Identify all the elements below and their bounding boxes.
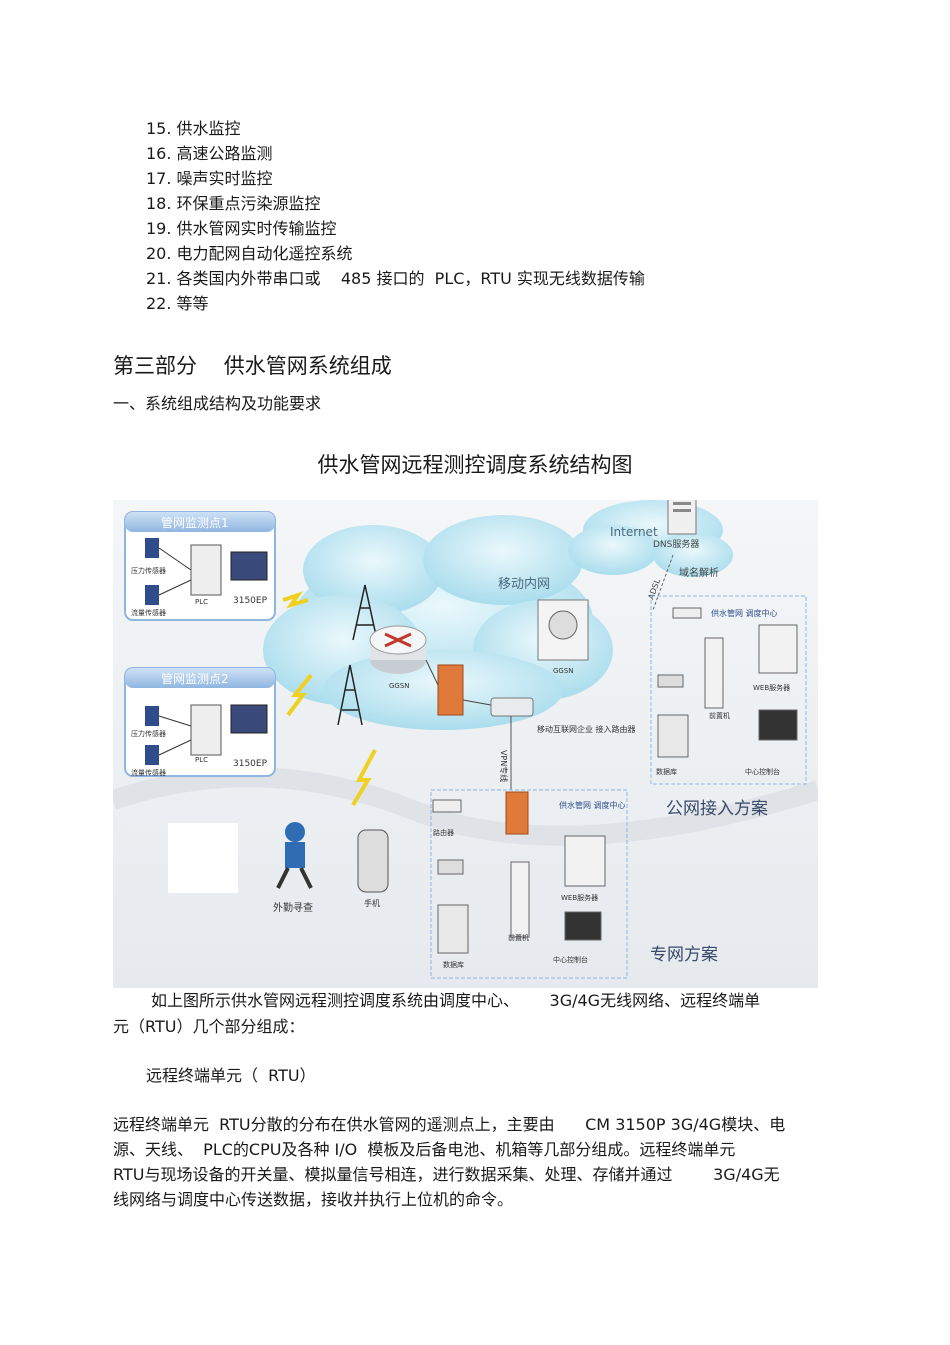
ggsn-server-icon: [537, 599, 589, 661]
list-item: 17. 噪声实时监控: [146, 169, 273, 188]
mobile-net-label: 移动内网: [498, 576, 550, 592]
paragraph-3-line-4: 线网络与调度中心传送数据，接收并执行上位机的命令。: [113, 1190, 514, 1209]
list-item: 20. 电力配网自动化遥控系统: [146, 244, 353, 263]
front-end-label: 前置机: [709, 711, 730, 720]
public-center-box: 供水管网 调度中心 前置机 WEB服务器 数据库 中心控制台: [650, 595, 807, 785]
firewall-icon: [505, 791, 529, 835]
database-label: 数据库: [656, 767, 677, 776]
private-center-box: 供水管网 调度中心 路由器 前置机 WEB服务器 数据库 中心控制台: [430, 789, 628, 979]
paragraph-3-line-2: 源、天线、 PLC的CPU及各种 I/O 模板及后备电池、机箱等几部分组成。远程…: [113, 1140, 736, 1159]
vpn-label: VPN专线: [499, 750, 509, 782]
system-diagram: 移动内网 Internet DNS服务器 域名解析 ADSL 管网监测点1 压力…: [109, 491, 821, 988]
paragraph-3-line-1: 远程终端单元 RTU分散的分布在供水管网的遥测点上，主要由 CM 3150P 3…: [113, 1115, 786, 1134]
plc-label: PLC: [195, 756, 208, 764]
control-desk-label: 中心控制台: [553, 955, 588, 964]
modem-icon: [672, 607, 702, 619]
public-scheme-label: 公网接入方案: [666, 799, 768, 819]
flow-sensor-label: 流量传感器: [131, 768, 166, 777]
station-2: 管网监测点2 压力传感器 流量传感器 PLC 3150EP: [124, 667, 276, 777]
router-icon: [432, 799, 462, 813]
firewall-icon: [437, 664, 464, 716]
figure-title: 供水管网远程测控调度系统结构图: [317, 453, 633, 477]
front-end-label: 前置机: [508, 933, 529, 942]
public-center-label: 供水管网 调度中心: [711, 608, 778, 618]
database-icon: [657, 714, 689, 758]
mobile-phone-icon: [357, 829, 389, 893]
paragraph-2: 远程终端单元（ RTU）: [146, 1066, 316, 1085]
station-1: 管网监测点1 压力传感器 流量传感器 PLC 3150EP: [124, 511, 276, 621]
wireless-bolt-icon: [286, 673, 313, 717]
plc-label: PLC: [195, 598, 208, 606]
domain-resolve-label: 域名解析: [679, 566, 719, 579]
control-desk-label: 中心控制台: [745, 767, 780, 776]
antenna-tower-icon: [337, 584, 378, 726]
enterprise-router-label: 移动互联网企业 接入路由器: [537, 724, 636, 734]
database-icon: [437, 904, 469, 954]
monitor-icon: [564, 911, 602, 941]
section-heading: 第三部分 供水管网系统组成: [113, 354, 392, 378]
list-item: 15. 供水监控: [146, 119, 241, 138]
router-label: 路由器: [433, 828, 454, 837]
dns-server-icon: [667, 491, 697, 535]
list-item: 19. 供水管网实时传输监控: [146, 219, 337, 238]
web-server-icon: [758, 624, 798, 674]
application-list: 15. 供水监控 16. 高速公路监测 17. 噪声实时监控 18. 环保重点污…: [146, 116, 645, 316]
patrol-worker-icon: [276, 822, 313, 889]
private-center-label: 供水管网 调度中心: [559, 800, 626, 810]
rtu-model-label: 3150EP: [233, 759, 268, 769]
database-label: 数据库: [443, 960, 464, 969]
blank-panel: [168, 823, 238, 893]
list-item: 21. 各类国内外带串口或 485 接口的 PLC，RTU 实现无线数据传输: [146, 269, 645, 288]
web-server-label: WEB服务器: [753, 683, 790, 692]
paragraph-3-line-3: RTU与现场设备的开关量、模拟量信号相连，进行数据采集、处理、存储并通过 3G/…: [113, 1165, 780, 1184]
list-item: 16. 高速公路监测: [146, 144, 273, 163]
monitor-icon: [758, 709, 798, 741]
subheading: 一、系统组成结构及功能要求: [113, 394, 322, 413]
printer-icon: [657, 674, 684, 688]
paragraph-1-line-2: 元（RTU）几个部分组成：: [113, 1017, 305, 1036]
router-icon: [369, 625, 427, 674]
internet-label: Internet: [610, 525, 658, 539]
field-patrol-label: 外勤寻查: [273, 901, 313, 914]
system-diagram-svg: 移动内网 Internet DNS服务器 域名解析 ADSL 管网监测点1 压力…: [109, 491, 821, 988]
wireless-bolt-icon: [282, 591, 309, 609]
phone-label: 手机: [364, 898, 380, 908]
list-item: 18. 环保重点污染源监控: [146, 194, 321, 213]
station2-title: 管网监测点2: [161, 671, 229, 686]
list-item: 22. 等等: [146, 294, 209, 313]
ggsn-server-label: GGSN: [553, 667, 574, 675]
front-end-server-icon: [704, 637, 724, 709]
printer-icon: [437, 859, 464, 875]
flow-sensor-label: 流量传感器: [131, 608, 166, 617]
web-server-label: WEB服务器: [561, 893, 598, 902]
web-server-icon: [564, 835, 606, 887]
paragraph-1-line-1: 如上图所示供水管网远程测控调度系统由调度中心、 3G/4G无线网络、远程终端单: [151, 991, 761, 1010]
private-scheme-label: 专网方案: [650, 945, 718, 965]
pressure-sensor-label: 压力传感器: [131, 729, 166, 738]
enterprise-router-icon: [490, 697, 534, 717]
ggsn-router-label: GGSN: [389, 682, 410, 690]
dns-label: DNS服务器: [653, 538, 699, 550]
rtu-model-label: 3150EP: [233, 596, 268, 606]
pressure-sensor-label: 压力传感器: [131, 566, 166, 575]
front-end-server-icon: [510, 861, 530, 938]
wireless-bolt-icon: [351, 749, 377, 807]
station1-title: 管网监测点1: [161, 515, 229, 530]
